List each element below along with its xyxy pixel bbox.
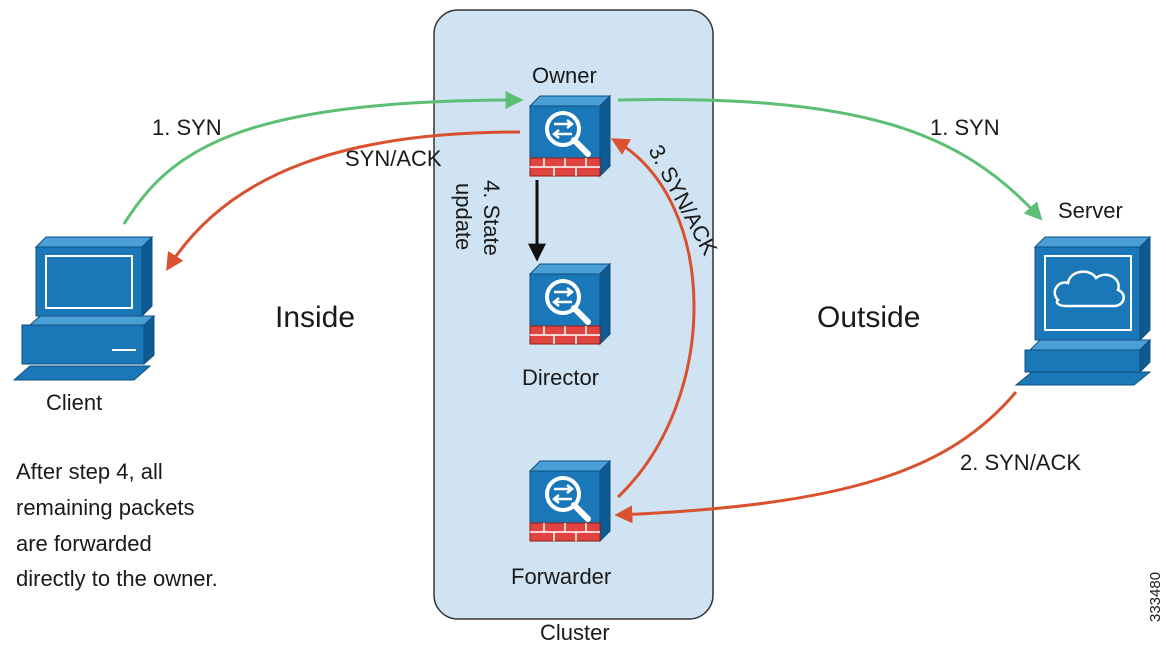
director-firewall-icon	[530, 264, 610, 344]
figure-id-label: 333480	[1147, 572, 1164, 622]
syn-owner-to-server-arrow	[617, 98, 1043, 221]
forwarder-firewall-icon	[530, 461, 610, 541]
client-computer-icon	[12, 235, 156, 381]
state-update-label-line1: 4. State	[479, 180, 504, 256]
forwarder-label: Forwarder	[511, 564, 611, 589]
synack-forwarder-to-owner-arrow	[610, 138, 696, 499]
server-computer-icon	[1014, 235, 1152, 386]
client-label: Client	[46, 390, 102, 415]
syn-left-label: 1. SYN	[152, 115, 222, 140]
cluster-label: Cluster	[540, 620, 610, 645]
note-line-2: remaining packets	[16, 495, 195, 520]
state-update-label-line2: update	[451, 183, 476, 250]
owner-firewall-icon	[530, 96, 610, 176]
note-line-4: directly to the owner.	[16, 566, 218, 591]
owner-label: Owner	[532, 63, 597, 88]
synack-client-label: SYN/ACK	[345, 146, 442, 171]
synack-owner-to-client-arrow	[166, 130, 521, 272]
syn-client-to-owner-arrow	[122, 91, 524, 225]
synack-server-to-forwarder-arrow	[614, 391, 1018, 524]
inside-label: Inside	[275, 301, 355, 334]
note-line-1: After step 4, all	[16, 459, 163, 484]
note-line-3: are forwarded	[16, 531, 152, 556]
synack-server-label: 2. SYN/ACK	[960, 450, 1081, 475]
director-label: Director	[522, 365, 599, 390]
server-label: Server	[1058, 198, 1123, 223]
syn-right-label: 1. SYN	[930, 115, 1000, 140]
outside-label: Outside	[817, 301, 920, 334]
